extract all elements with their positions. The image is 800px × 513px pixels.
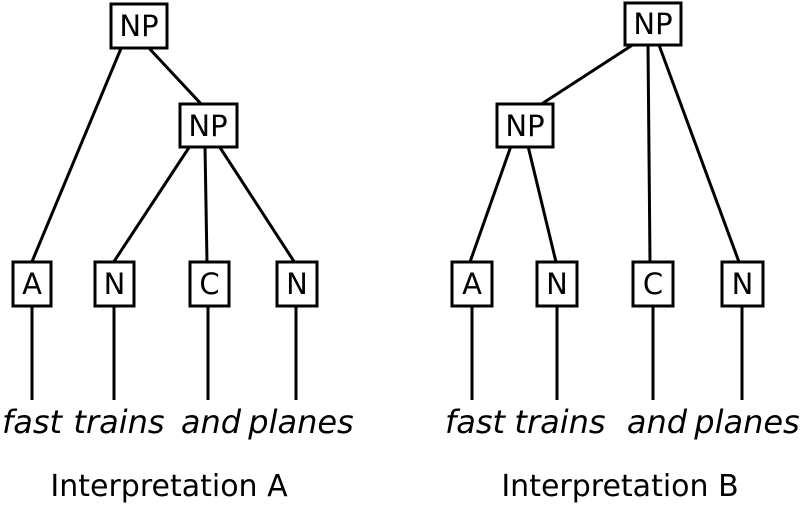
edge-innernp-to-n2 <box>217 145 297 264</box>
edge-innernp-to-n1 <box>111 145 192 264</box>
node-box-inner-np <box>495 102 555 149</box>
node-box-n1 <box>93 260 136 308</box>
node-label-a: A <box>462 267 482 301</box>
node-box-c <box>188 260 231 308</box>
node-box-root-np <box>109 2 169 50</box>
node-box-inner-np <box>178 102 239 149</box>
node-label-root-np: NP <box>119 9 158 43</box>
word-trains: trains <box>73 403 164 441</box>
node-label-n2: N <box>286 267 308 301</box>
word-fast: fast <box>445 403 507 441</box>
edge-innernp-to-n1 <box>526 145 558 263</box>
node-box-c <box>631 260 675 308</box>
node-label-inner-np: NP <box>188 109 227 143</box>
node-label-n2: N <box>732 267 754 301</box>
node-label-n1: N <box>546 267 568 301</box>
tree-interpretation-a: NP NP A N C N fast trains and planes Int… <box>2 2 354 504</box>
node-label-c: C <box>643 267 663 301</box>
node-box-a <box>11 260 53 308</box>
word-and: and <box>627 403 688 441</box>
caption-interpretation-a: Interpretation A <box>50 469 288 504</box>
tree-interpretation-b: NP NP A N C N fast trains and planes Int… <box>445 1 800 504</box>
node-box-n2 <box>720 260 765 308</box>
node-label-root-np: NP <box>633 7 672 41</box>
node-box-root-np <box>623 1 683 47</box>
word-planes: planes <box>693 403 799 441</box>
edge-rootnp-to-n2 <box>657 44 741 263</box>
node-box-a <box>450 260 494 308</box>
word-planes: planes <box>247 403 353 441</box>
node-label-c: C <box>199 267 219 301</box>
node-box-n1 <box>535 260 579 308</box>
caption-interpretation-b: Interpretation B <box>501 469 738 504</box>
edge-innernp-to-c <box>203 145 209 264</box>
edge-rootnp-to-a <box>29 45 124 265</box>
word-trains: trains <box>514 403 605 441</box>
word-fast: fast <box>2 403 64 441</box>
node-box-n2 <box>275 260 319 308</box>
edge-rootnp-to-innernp <box>145 44 205 108</box>
node-label-inner-np: NP <box>505 109 544 143</box>
edge-innernp-to-a <box>468 145 513 263</box>
node-label-n1: N <box>104 267 126 301</box>
edge-rootnp-to-c <box>646 44 652 263</box>
edge-rootnp-to-innernp <box>539 42 635 107</box>
node-label-a: A <box>22 267 42 301</box>
word-and: and <box>181 403 242 441</box>
